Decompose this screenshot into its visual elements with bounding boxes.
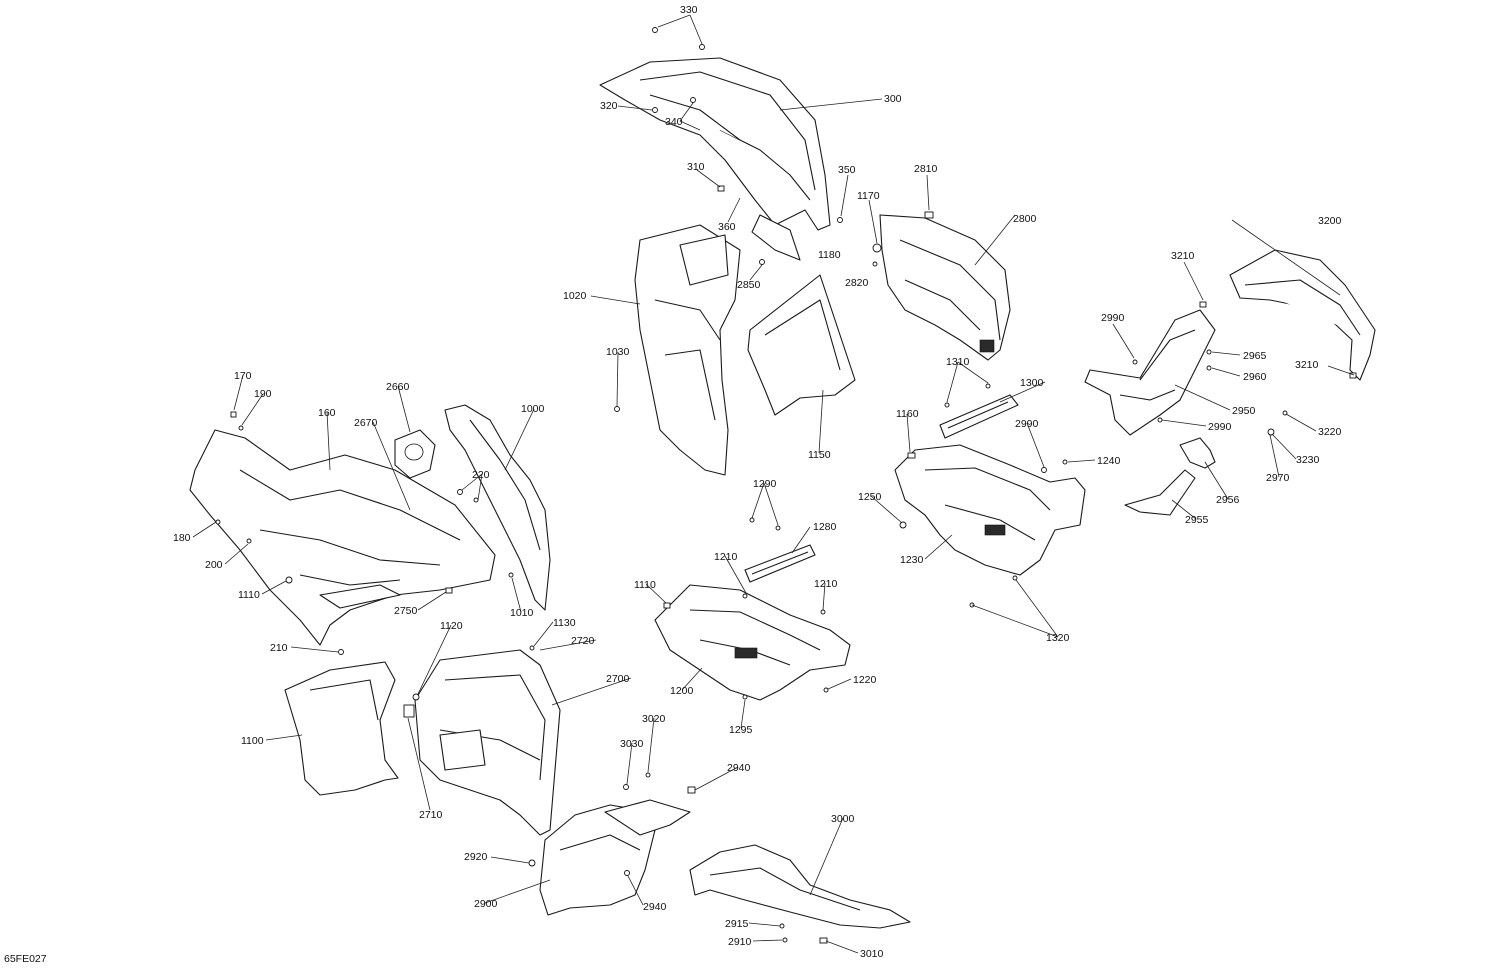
callout-360: 360 xyxy=(718,221,736,233)
callout-3030: 3030 xyxy=(620,738,644,750)
callout-1210a: 1210 xyxy=(714,551,738,563)
part-1230-footwell xyxy=(894,444,1086,576)
callout-1030: 1030 xyxy=(606,346,630,358)
part-1280-step-plate xyxy=(744,544,816,583)
leader-lines xyxy=(192,14,1355,954)
callout-330: 330 xyxy=(680,4,698,16)
callout-1210b: 1210 xyxy=(814,578,838,590)
callout-350: 350 xyxy=(838,164,856,176)
callout-1010: 1010 xyxy=(510,607,534,619)
callout-3200: 3200 xyxy=(1318,215,1342,227)
callout-1200: 1200 xyxy=(670,685,694,697)
callout-170: 170 xyxy=(234,370,252,382)
callout-1280: 1280 xyxy=(813,521,837,533)
part-2956 xyxy=(1179,437,1216,469)
diagram-reference-code: 65FE027 xyxy=(4,953,47,965)
fasteners xyxy=(215,27,1357,944)
callout-190: 190 xyxy=(254,388,272,400)
callout-2720: 2720 xyxy=(571,635,595,647)
callout-1180: 1180 xyxy=(818,249,841,261)
callout-2970: 2970 xyxy=(1266,472,1290,484)
callout-3220: 3220 xyxy=(1318,426,1342,438)
part-2660-vent xyxy=(394,429,436,479)
callout-1300: 1300 xyxy=(1020,377,1044,389)
callout-1160: 1160 xyxy=(896,408,919,420)
callout-2670: 2670 xyxy=(354,417,378,429)
part-1020-inner-panel xyxy=(634,224,741,476)
callout-1220: 1220 xyxy=(853,674,877,686)
callout-2915: 2915 xyxy=(725,918,749,930)
callout-2850: 2850 xyxy=(737,279,761,291)
callout-3020: 3020 xyxy=(642,713,666,725)
callout-3000: 3000 xyxy=(831,813,855,825)
callout-3010: 3010 xyxy=(860,948,884,960)
callout-2955: 2955 xyxy=(1185,514,1209,526)
callout-labels: 330 300 320 340 310 350 360 2850 1170 28… xyxy=(173,4,1342,960)
callout-160: 160 xyxy=(318,407,336,419)
part-2950-bracket xyxy=(1084,309,1216,436)
callout-2710: 2710 xyxy=(419,809,443,821)
callout-1130: 1130 xyxy=(553,617,576,629)
callout-340: 340 xyxy=(665,116,683,128)
callout-3210a: 3210 xyxy=(1171,250,1195,262)
callout-1110a: 1110 xyxy=(238,589,260,601)
part-1300-step-plate xyxy=(939,394,1019,439)
callout-220: 220 xyxy=(472,469,490,481)
callout-1100: 1100 xyxy=(241,735,264,747)
callout-1310: 1310 xyxy=(946,356,970,368)
callout-2920: 2920 xyxy=(464,851,488,863)
callout-2810: 2810 xyxy=(914,163,938,175)
callout-2820: 2820 xyxy=(845,277,869,289)
callout-1150: 1150 xyxy=(808,449,831,461)
part-2900-lower-fender xyxy=(539,799,691,916)
callout-2965: 2965 xyxy=(1243,350,1267,362)
callout-2950: 2950 xyxy=(1232,405,1256,417)
callout-2956: 2956 xyxy=(1216,494,1240,506)
callout-2990a: 2990 xyxy=(1101,312,1125,324)
callout-1020: 1020 xyxy=(563,290,587,302)
part-1000-bracket xyxy=(444,404,551,611)
part-2700-lower-panel xyxy=(414,649,561,836)
part-160-side-panel xyxy=(189,429,496,646)
part-1200-footwell xyxy=(654,584,851,701)
callout-1240: 1240 xyxy=(1097,455,1121,467)
callout-1120: 1120 xyxy=(440,620,463,632)
part-1150-panel xyxy=(747,274,856,416)
callout-1000: 1000 xyxy=(521,403,545,415)
callout-3230: 3230 xyxy=(1296,454,1320,466)
callout-1230: 1230 xyxy=(900,554,924,566)
callout-2700: 2700 xyxy=(606,673,630,685)
callout-180: 180 xyxy=(173,532,191,544)
callout-1295: 1295 xyxy=(729,724,753,736)
callout-3210b: 3210 xyxy=(1295,359,1319,371)
callout-320: 320 xyxy=(600,100,618,112)
callout-2990b: 2990 xyxy=(1208,421,1232,433)
part-1100-lower-panel xyxy=(284,661,399,796)
part-3200-fender xyxy=(1229,249,1376,381)
callout-2960: 2960 xyxy=(1243,371,1267,383)
callout-2800: 2800 xyxy=(1013,213,1037,225)
part-2955 xyxy=(1124,469,1196,516)
callout-2750: 2750 xyxy=(394,605,418,617)
callout-2900: 2900 xyxy=(474,898,498,910)
callout-310: 310 xyxy=(687,161,705,173)
callout-200: 200 xyxy=(205,559,223,571)
callout-1320: 1320 xyxy=(1046,632,1070,644)
part-300-hood xyxy=(599,57,831,261)
callout-1290: 1290 xyxy=(753,478,777,490)
part-3000-lower-fender xyxy=(689,844,911,929)
callout-2660: 2660 xyxy=(386,381,410,393)
callout-210: 210 xyxy=(270,642,288,654)
callout-1110b: 1110 xyxy=(634,579,656,591)
callout-300: 300 xyxy=(884,93,902,105)
callout-2940b: 2940 xyxy=(643,901,667,913)
callout-2940a: 2940 xyxy=(727,762,751,774)
callout-1250: 1250 xyxy=(858,491,882,503)
callout-2910: 2910 xyxy=(728,936,752,948)
part-2800-side-panel xyxy=(879,214,1011,361)
callout-2990c: 2990 xyxy=(1015,418,1039,430)
callout-1170: 1170 xyxy=(857,190,880,202)
